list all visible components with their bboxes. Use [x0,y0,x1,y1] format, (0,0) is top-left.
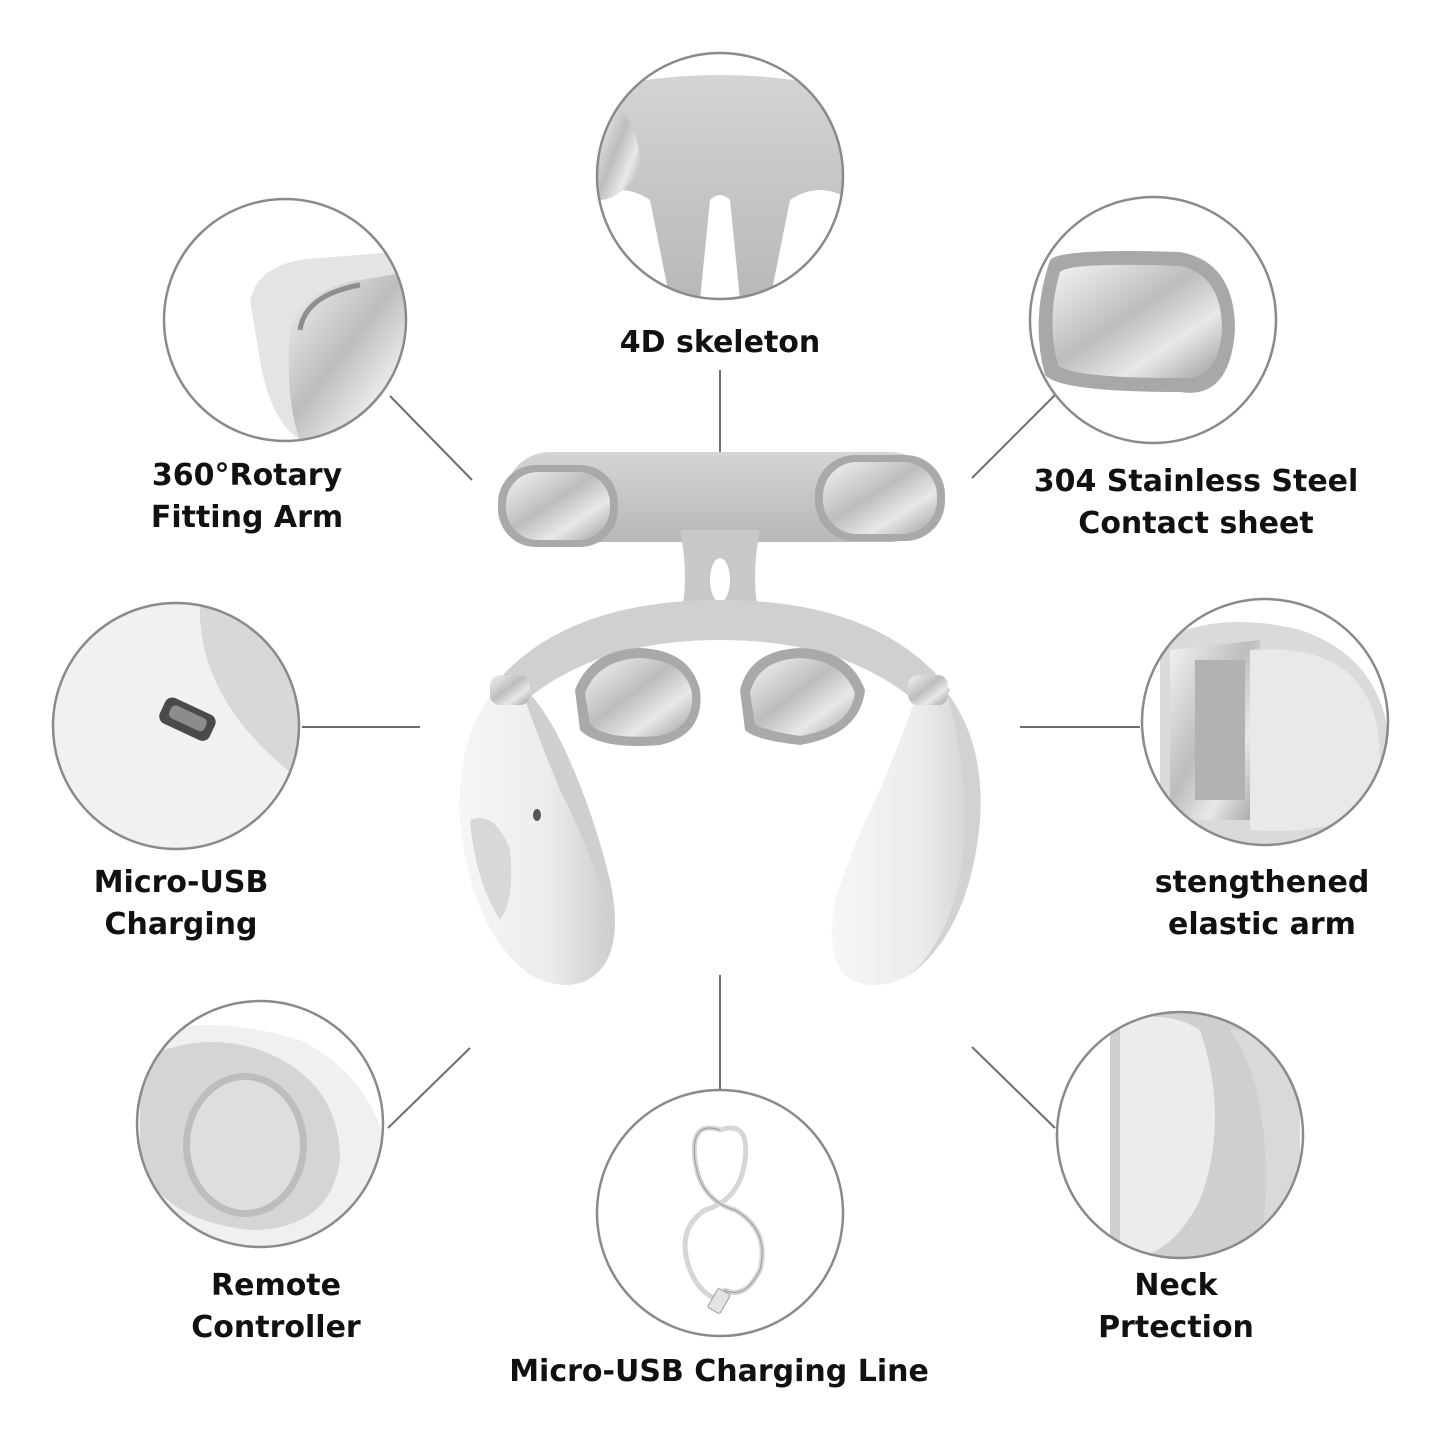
neck-protection-closeup-icon [1055,1010,1305,1260]
connector-steel-sheet [971,394,1056,479]
neck-massager-device-icon [459,452,981,985]
label-4d-skeleton: 4D skeleton [619,325,821,360]
label-elastic-arm: stengthened elastic arm [1154,865,1370,942]
label-charging-line: Micro-USB Charging Line [509,1354,929,1389]
connector-neck [971,1046,1056,1129]
label-remote-controller: Remote Controller [191,1268,361,1345]
remote-button-closeup-icon [135,999,385,1249]
connector-remote [387,1047,471,1129]
skeleton-closeup-icon [595,51,845,301]
label-rotary-arm: 360°Rotary Fitting Arm [150,458,344,535]
label-micro-usb-charging: Micro-USB Charging [93,865,269,942]
usb-cable-closeup-icon [595,1088,845,1338]
connector-lines [302,370,1140,1129]
label-neck-protection: Neck Prtection [1098,1268,1254,1345]
rotary-arm-closeup-icon [162,197,408,443]
label-steel-contact-sheet: 304 Stainless Steel Contact sheet [1033,464,1359,541]
steel-contact-closeup-icon [1028,195,1278,445]
usb-port-closeup-icon [51,601,301,851]
connector-rotary-arm [389,395,473,481]
elastic-arm-closeup-icon [1140,597,1390,847]
